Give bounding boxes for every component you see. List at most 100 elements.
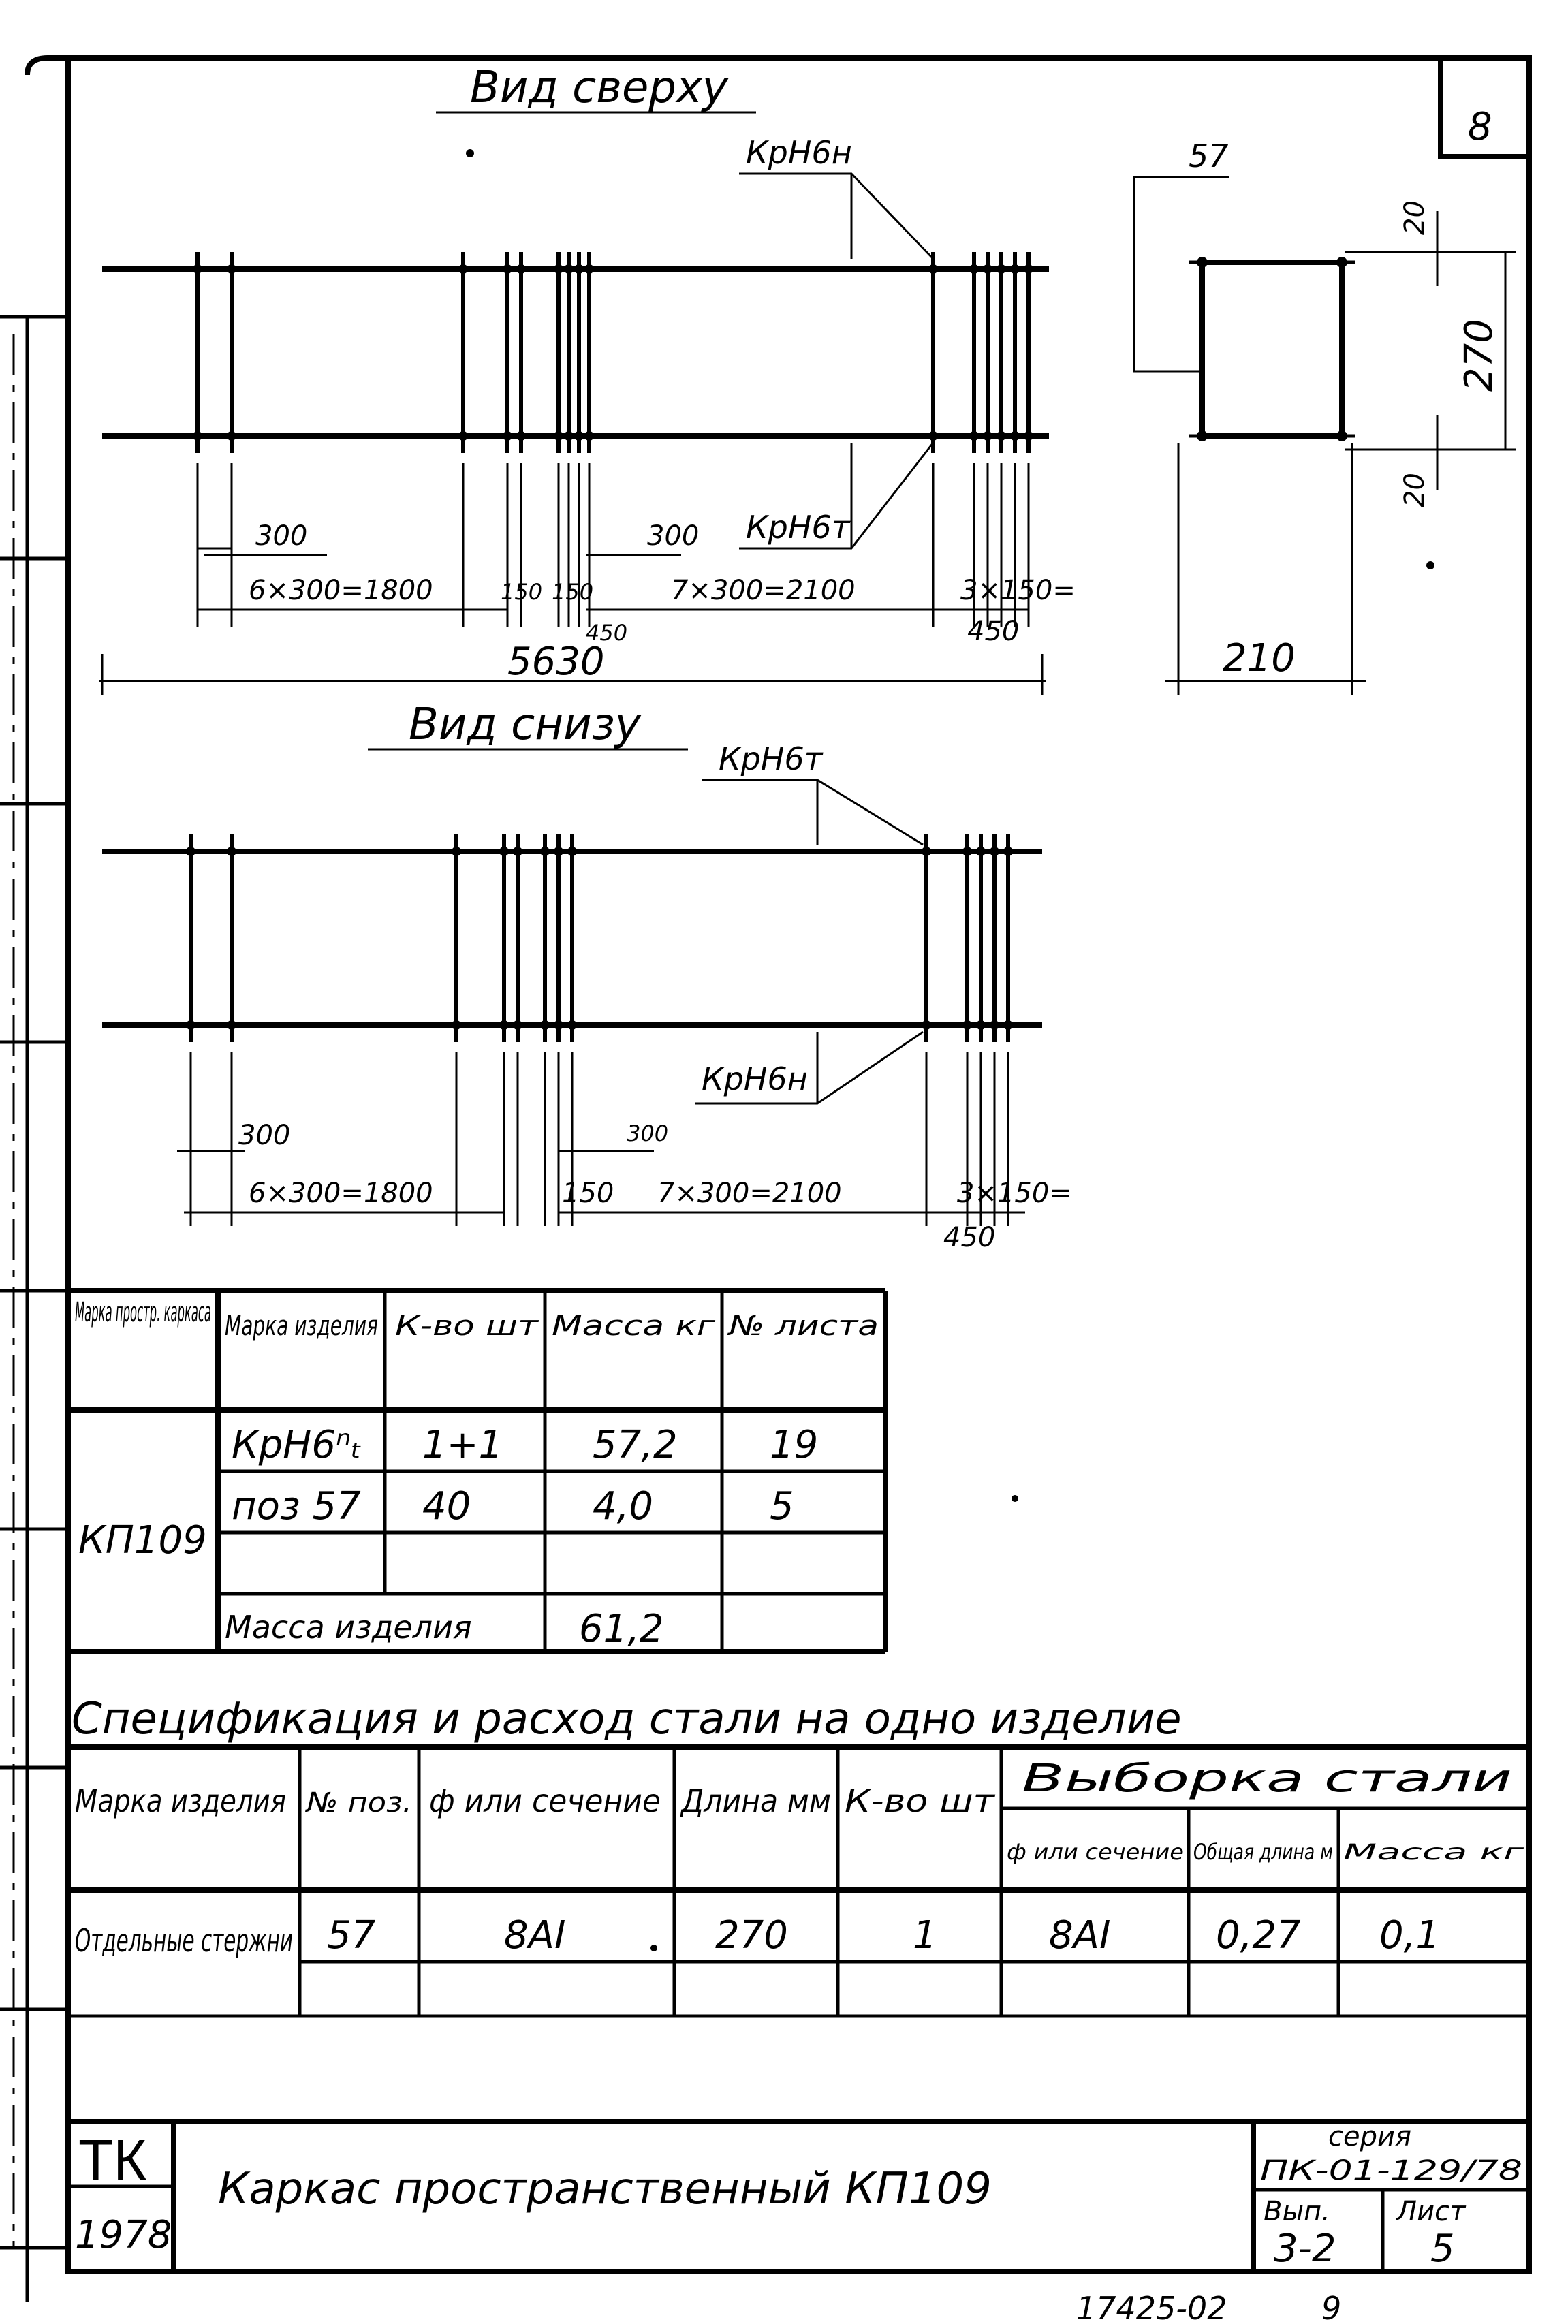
top-view-cross-bars bbox=[193, 252, 1033, 453]
bar-node bbox=[567, 847, 577, 856]
mark-row1-mass: 57,2 bbox=[593, 1423, 678, 1467]
bar-node bbox=[962, 1020, 972, 1030]
bottom-dim-150: 150 bbox=[562, 1178, 614, 1209]
footer-code: 17425-02 bbox=[1076, 2290, 1227, 2324]
section-dim-20-top: 20 bbox=[1399, 200, 1430, 235]
bar-node bbox=[997, 431, 1006, 441]
bar-node bbox=[193, 431, 202, 441]
bottom-view-extension-lines bbox=[189, 1052, 1009, 1226]
mark-row2-item: поз 57 bbox=[232, 1484, 361, 1528]
spec-row-mark: Отдельные стержни bbox=[75, 1922, 293, 1959]
bar-node bbox=[227, 431, 236, 441]
bar-node bbox=[584, 264, 594, 274]
bar-node bbox=[458, 264, 468, 274]
cross-section: 57 20 270 20 210 bbox=[1133, 138, 1516, 695]
bottom-dim-mid: 7×300=2100 bbox=[657, 1178, 842, 1209]
mark-header-frame: Марка простр. каркаса bbox=[75, 1297, 211, 1328]
bar-node bbox=[503, 431, 512, 441]
mark-header-qty: К-во шт bbox=[395, 1310, 539, 1342]
bottom-view-title: Вид снизу bbox=[409, 700, 642, 750]
series-label: серия bbox=[1328, 2121, 1411, 2152]
bar-node bbox=[452, 1020, 461, 1030]
bottom-dim-step-left: 300 bbox=[238, 1120, 290, 1151]
bar-node bbox=[922, 1020, 931, 1030]
bar-node bbox=[1024, 431, 1033, 441]
spec-header-sel-length: Общая длина м bbox=[1193, 1839, 1333, 1865]
bar-node bbox=[516, 264, 526, 274]
sheet-frame bbox=[0, 55, 1532, 2302]
bar-node bbox=[540, 847, 550, 856]
top-dim-total: 5630 bbox=[507, 640, 605, 684]
spec-table: Спецификация и расход стали на одно изде… bbox=[68, 1694, 1529, 2018]
bar-node bbox=[499, 847, 509, 856]
spec-title: Спецификация и расход стали на одно изде… bbox=[72, 1694, 1182, 1744]
spec-row-sel-mass: 0,1 bbox=[1379, 1913, 1440, 1958]
bar-node bbox=[976, 1020, 986, 1030]
section-dim-20-bottom: 20 bbox=[1399, 473, 1430, 507]
bar-node bbox=[186, 847, 195, 856]
bar-node bbox=[1003, 847, 1013, 856]
bottom-view: Вид снизу КрН6т КрН6н 300 6×300=1800 300… bbox=[102, 700, 1072, 1253]
bar-node bbox=[227, 847, 236, 856]
bar-node bbox=[513, 1020, 522, 1030]
spec-header-pos: № поз. bbox=[305, 1787, 412, 1819]
bottom-label-upper: КрН6т bbox=[719, 740, 824, 777]
bottom-dim-right2: 450 bbox=[943, 1222, 995, 1253]
bar-node bbox=[554, 1020, 563, 1030]
top-view-extension-lines bbox=[196, 463, 1030, 627]
bar-node bbox=[962, 847, 972, 856]
bar-node bbox=[1010, 431, 1020, 441]
bar-node bbox=[458, 431, 468, 441]
mark-row1-item: КрН6ⁿₜ bbox=[232, 1423, 362, 1467]
bar-node bbox=[997, 264, 1006, 274]
spec-row-length: 270 bbox=[715, 1913, 788, 1958]
top-dim-right: 3×150= bbox=[960, 575, 1076, 606]
top-dim-left: 6×300=1800 bbox=[249, 575, 433, 606]
sheet-label: Лист bbox=[1395, 2196, 1467, 2227]
bar-node bbox=[554, 431, 563, 441]
mark-row1-sheet: 19 bbox=[770, 1423, 818, 1467]
bottom-dim-left: 6×300=1800 bbox=[249, 1178, 433, 1209]
top-dim-150b: 150 bbox=[552, 579, 593, 605]
bar-node bbox=[186, 1020, 195, 1030]
bar-node bbox=[928, 431, 938, 441]
section-dim-210: 210 bbox=[1223, 636, 1296, 680]
spec-row-section: 8АI bbox=[504, 1913, 565, 1958]
spec-row-sel-length: 0,27 bbox=[1216, 1913, 1301, 1958]
bar-node bbox=[969, 264, 979, 274]
bottom-dim-step-mid: 300 bbox=[627, 1120, 668, 1146]
drawing-title: Каркас пространственный КП109 bbox=[218, 2164, 992, 2214]
bar-node bbox=[1003, 1020, 1013, 1030]
bar-node bbox=[193, 264, 202, 274]
top-view: Вид сверху КрН6н КрН6т 300 6×300=1800 15… bbox=[99, 63, 1076, 695]
bar-node bbox=[516, 431, 526, 441]
footer: 17425-02 9 bbox=[1076, 2290, 1341, 2324]
mark-row1-qty: 1+1 bbox=[422, 1423, 503, 1467]
issue-number: 3-2 bbox=[1274, 2227, 1336, 2271]
mark-total-value: 61,2 bbox=[579, 1607, 664, 1651]
top-label-upper: КрН6н bbox=[746, 134, 852, 171]
bottom-view-cross-bars bbox=[186, 834, 1013, 1042]
bar-node bbox=[969, 431, 979, 441]
bar-node bbox=[540, 1020, 550, 1030]
top-dim-mid: 7×300=2100 bbox=[671, 575, 856, 606]
bar-node bbox=[227, 264, 236, 274]
frame-mark: КП109 bbox=[78, 1518, 207, 1563]
bottom-dim-right: 3×150= bbox=[957, 1178, 1072, 1209]
sheet-number-box: 8 bbox=[1438, 55, 1532, 159]
spec-header-sel-section: ф или сечение bbox=[1007, 1839, 1184, 1865]
bar-node bbox=[983, 431, 992, 441]
bar-node bbox=[922, 847, 931, 856]
mark-header-sheet: № листа bbox=[727, 1310, 879, 1342]
bar-node bbox=[1024, 264, 1033, 274]
mark-total-label: Масса изделия bbox=[225, 1609, 472, 1646]
top-dim-450: 450 bbox=[586, 620, 627, 646]
bar-node bbox=[584, 431, 594, 441]
mark-row2-mass: 4,0 bbox=[593, 1484, 653, 1528]
title-org: ТК bbox=[78, 2128, 146, 2192]
bar-node bbox=[503, 264, 512, 274]
spec-row-qty: 1 bbox=[913, 1913, 937, 1958]
bar-node bbox=[227, 1020, 236, 1030]
mark-row2-sheet: 5 bbox=[770, 1484, 794, 1528]
